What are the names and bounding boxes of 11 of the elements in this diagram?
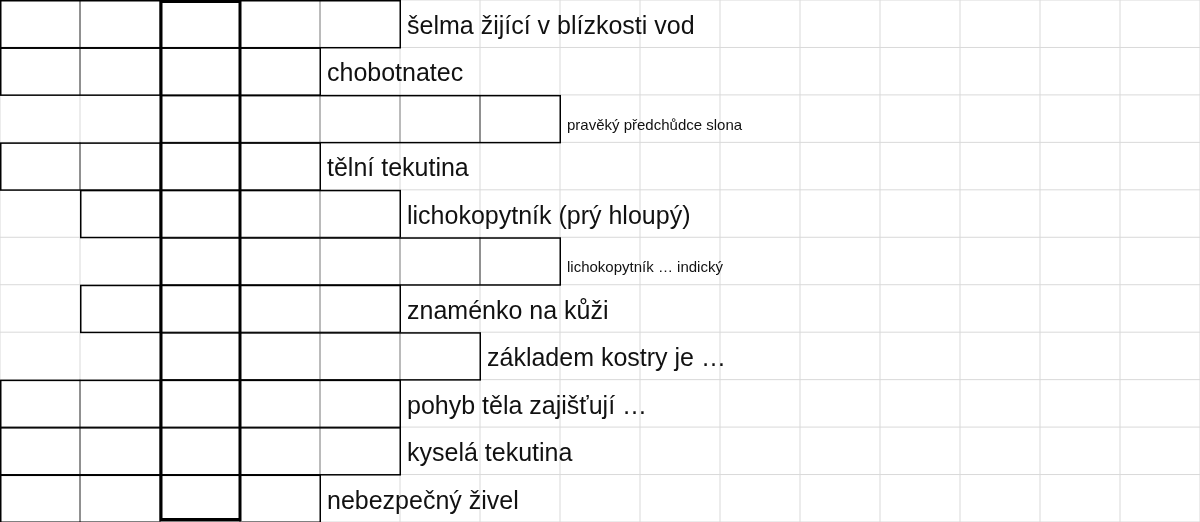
clue-text: tělní tekutina [327, 155, 469, 181]
clue-text: nebezpečný živel [327, 487, 519, 513]
clue-text: základem kostry je … [487, 345, 726, 371]
clue-text: kyselá tekutina [407, 440, 573, 466]
clue-text: znaménko na kůži [407, 297, 609, 323]
clue-text: pohyb těla zajišťují … [407, 392, 648, 418]
clue-text: šelma žijící v blízkosti vod [407, 13, 695, 38]
clue-text: lichokopytník … indický [567, 259, 723, 275]
clue-text: pravěký předchůdce slona [567, 116, 743, 132]
clue-text: lichokopytník (prý hloupý) [407, 202, 691, 228]
clue-text: chobotnatec [327, 60, 464, 86]
